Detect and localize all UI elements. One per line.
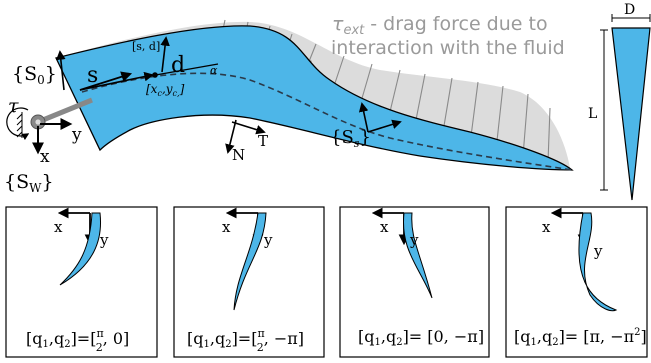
ss-d-arrow bbox=[358, 102, 369, 133]
label-s0: {S0} bbox=[12, 63, 57, 87]
panel-4-caption: [q1,q2]= [π, −π2] bbox=[514, 327, 647, 348]
s-arrow bbox=[79, 71, 133, 91]
panel-3-y: y bbox=[409, 231, 419, 249]
t-arrow bbox=[231, 121, 266, 135]
label-base-x: x bbox=[40, 147, 50, 167]
title-line-1: τext - drag force due to bbox=[332, 13, 548, 38]
label-base-y: y bbox=[71, 125, 82, 145]
centerline bbox=[81, 72, 573, 171]
label-d: d bbox=[171, 53, 185, 78]
tangent-line bbox=[149, 63, 219, 77]
panel-3: x y [q1,q2]= [0, −π] bbox=[339, 206, 490, 358]
s-local-arrow bbox=[79, 71, 154, 91]
panel-2-x: x bbox=[222, 218, 231, 236]
title-line-2: interaction with the fluid bbox=[331, 37, 565, 59]
s0-y-arrow bbox=[56, 50, 66, 91]
fin-body bbox=[55, 25, 574, 171]
label-s: s bbox=[87, 63, 98, 88]
ss-s-arrow bbox=[367, 119, 402, 133]
base-rod bbox=[37, 97, 93, 125]
label-sd: [s, d] bbox=[132, 40, 160, 53]
panel-4: x y [q1,q2]= [π, −π2] bbox=[505, 206, 648, 358]
panel-4-x: x bbox=[542, 218, 551, 236]
taper-shape bbox=[611, 27, 651, 201]
label-sw: {SW} bbox=[4, 171, 54, 195]
label-l-length: L bbox=[588, 106, 597, 122]
label-d-width: D bbox=[624, 2, 635, 18]
label-t: T bbox=[258, 132, 268, 150]
panel-2-y: y bbox=[263, 231, 273, 249]
taper-diagram: D L bbox=[588, 2, 651, 201]
panel-1-x: x bbox=[54, 218, 63, 236]
torque-arc bbox=[6, 107, 30, 141]
panel-3-x: x bbox=[380, 218, 389, 236]
label-ss: {Ss} bbox=[330, 127, 371, 150]
label-tau: τ bbox=[8, 95, 19, 117]
label-xc-yc: [xc,yc,] bbox=[146, 82, 185, 98]
main-diagram: τext - drag force due to interaction wit… bbox=[4, 13, 574, 195]
panel-3-caption: [q1,q2]= [0, −π] bbox=[358, 327, 484, 348]
d-arrow bbox=[160, 36, 170, 73]
label-n: N bbox=[232, 146, 245, 164]
panel-4-y: y bbox=[593, 242, 603, 260]
panel-1-y: y bbox=[99, 231, 109, 249]
label-alpha: α bbox=[210, 64, 218, 77]
n-arrow bbox=[225, 119, 237, 154]
